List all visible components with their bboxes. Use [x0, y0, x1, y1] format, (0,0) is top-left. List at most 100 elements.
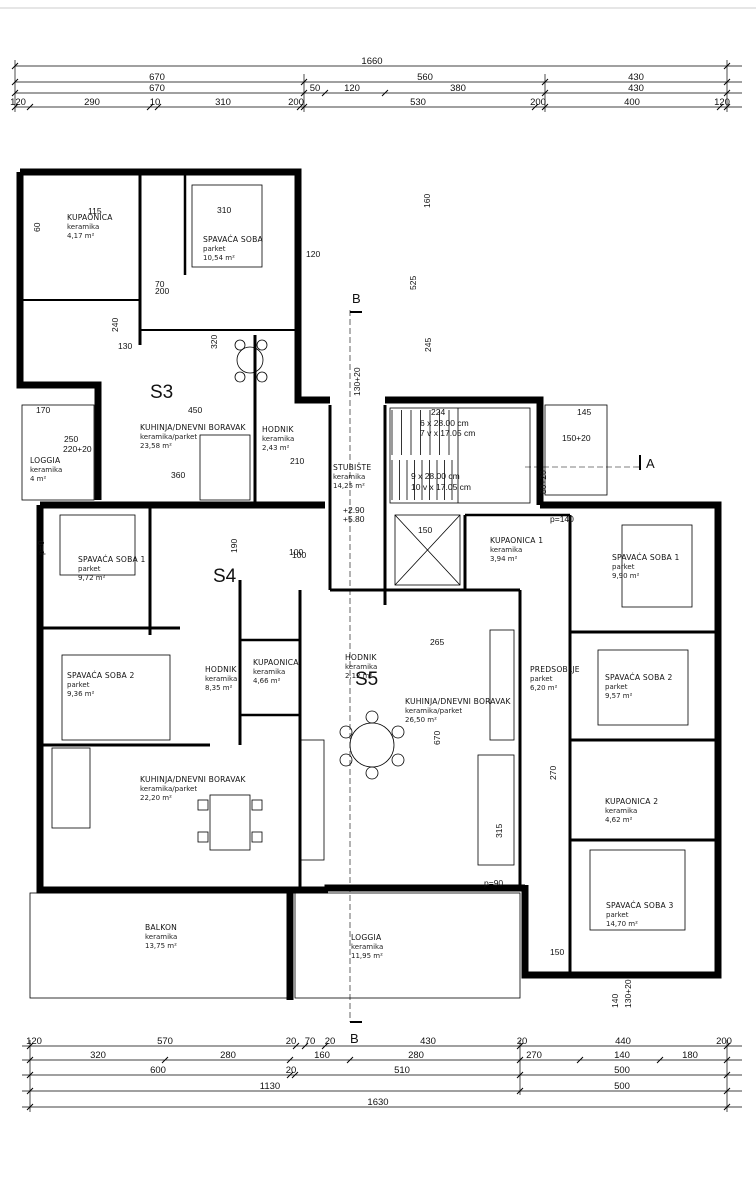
dimension-value: 50 [310, 83, 321, 94]
dimension-value: 440 [615, 1036, 631, 1047]
room-finish: keramika [345, 663, 377, 671]
dimension-value: 200 [716, 1036, 732, 1047]
dim-tick [301, 1042, 309, 1050]
dimension-value: 115 [88, 206, 102, 216]
interior-walls [22, 175, 718, 975]
dim-tick [656, 1056, 664, 1064]
dimension-value: 200 [530, 97, 546, 108]
dimension-value: 210 [290, 456, 304, 466]
dimension-value: 360 [171, 470, 185, 480]
dimension-value: 20 [325, 1036, 336, 1047]
dining-table-s3 [234, 339, 268, 383]
room-finish: keramika/parket [140, 785, 197, 793]
dimension-value: 120 [26, 1036, 42, 1047]
dim-tick [723, 78, 731, 86]
dim-tick [300, 103, 308, 111]
dimension-value: 525 [408, 276, 418, 290]
dim-tick [723, 1042, 731, 1050]
room-name: SPAVAĆA SOBA 3 [606, 901, 674, 910]
dimension-value: 7 v x 17.05 cm [420, 428, 475, 438]
room-name: HODNIK [205, 665, 237, 674]
dim-tick [161, 1056, 169, 1064]
room-finish: parket [78, 565, 101, 573]
exterior-walls [16, 168, 722, 1000]
section-marker-b-bottom: B [350, 1031, 359, 1046]
room-finish: keramika [351, 943, 383, 951]
dim-tick [26, 1042, 34, 1050]
dim-tick [541, 78, 549, 86]
dimension-value: 20 [517, 1036, 528, 1047]
dimension-value: 130 [118, 341, 132, 351]
dim-tick [11, 78, 19, 86]
room-name: KUHINJA/DNEVNI BORAVAK [140, 423, 247, 432]
room-name: HODNIK [262, 425, 294, 434]
dim-tick [723, 1103, 731, 1111]
dim-tick [723, 1056, 731, 1064]
dimension-value: 530 [410, 97, 426, 108]
top-dimension-lines [14, 60, 742, 112]
dimension-value: 1660 [361, 56, 382, 67]
dimension-value: 130+20 [352, 367, 362, 396]
section-line-b [349, 310, 362, 1023]
dimension-value: 430 [628, 83, 644, 94]
dim-tick [516, 1042, 524, 1050]
room-finish: keramika [490, 546, 522, 554]
dim-tick [516, 1056, 524, 1064]
dimension-value: 315 [494, 824, 504, 838]
room-name: BALKON [145, 923, 177, 932]
dimension-value: p=140 [550, 514, 574, 524]
section-marker-a: A [646, 456, 655, 471]
dimension-value: 280 [408, 1050, 424, 1061]
room-name: KUHINJA/DNEVNI BORAVAK [405, 697, 512, 706]
room-area: 22,20 m² [140, 794, 172, 802]
dimension-value: 670 [432, 731, 442, 745]
dimension-value: 160 [314, 1050, 330, 1061]
room-name: SPAVAĆA SOBA 1 [612, 553, 680, 562]
room-finish: keramika [205, 675, 237, 683]
dim-tick [300, 78, 308, 86]
dimension-value: 70 [305, 1036, 316, 1047]
room-area: 13,75 m² [145, 942, 177, 950]
room-name: KUPAONICA [67, 213, 113, 222]
dimension-value: 224 [431, 407, 445, 417]
dim-tick [576, 1056, 584, 1064]
room-area: 2,43 m² [262, 444, 290, 452]
room-finish: parket [203, 245, 226, 253]
room-finish: keramika [333, 473, 365, 481]
beds [59, 184, 693, 931]
room-area: 4,66 m² [253, 677, 281, 685]
dim-tick [292, 1042, 300, 1050]
bottom-dimension-lines [22, 1040, 742, 1112]
room-area: 2,12 m² [345, 672, 373, 680]
room-name: STUBIŠTE [333, 463, 371, 472]
room-name: LOGGIA [351, 933, 382, 942]
dimension-value: 150 [550, 947, 564, 957]
dim-tick [723, 1071, 731, 1079]
room-finish: keramika [67, 223, 99, 231]
dimension-value: 20 [286, 1065, 297, 1076]
dimension-value: 500 [614, 1081, 630, 1092]
room-area: 3,94 m² [490, 555, 518, 563]
dim-tick [723, 89, 731, 97]
dim-tick [346, 1056, 354, 1064]
apartment-label-s4: S4 [213, 566, 237, 587]
dimension-value: 320 [209, 335, 219, 349]
room-finish: keramika/parket [140, 433, 197, 441]
dimension-value: 150 [418, 525, 432, 535]
dimension-value: 170 [36, 405, 50, 415]
dim-tick [11, 103, 19, 111]
dimension-value: 265 [430, 637, 444, 647]
dimension-value: 250 [64, 434, 78, 444]
room-area: 14,25 m² [333, 482, 365, 490]
dimension-value: 80+20 [538, 470, 548, 494]
dimension-value: 190 [229, 539, 239, 553]
dimension-value: 160 [422, 194, 432, 208]
room-finish: parket [612, 563, 635, 571]
dimension-value: +5.80 [343, 514, 365, 524]
dimension-value: 500 [614, 1065, 630, 1076]
